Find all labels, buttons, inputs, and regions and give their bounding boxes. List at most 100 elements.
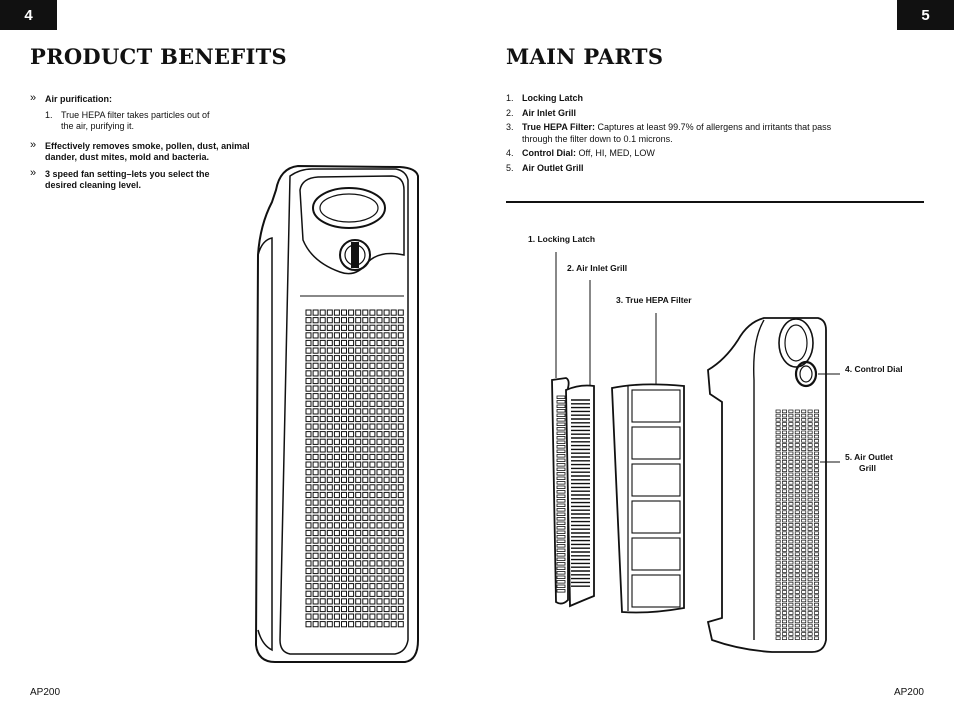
grill-cell bbox=[376, 499, 383, 506]
grill-cell bbox=[312, 567, 319, 575]
grill-cell bbox=[348, 560, 355, 567]
grill-cell bbox=[397, 567, 404, 575]
grill-cell bbox=[333, 393, 340, 400]
grill-cell bbox=[362, 423, 369, 430]
outlet-cell bbox=[794, 455, 800, 460]
outlet-cell bbox=[807, 493, 813, 498]
grill-cell bbox=[319, 347, 326, 354]
grill-cell bbox=[326, 377, 333, 385]
latch-slot bbox=[556, 445, 566, 449]
grill-cell bbox=[390, 408, 397, 415]
outlet-cell bbox=[807, 602, 813, 607]
grill-cell bbox=[319, 560, 326, 567]
outlet-cell bbox=[788, 447, 794, 451]
grill-cell bbox=[362, 545, 369, 552]
grill-cell bbox=[348, 529, 355, 537]
filter-pleat bbox=[631, 463, 681, 497]
part-item: 1. Locking Latch bbox=[506, 93, 866, 105]
grill-cell bbox=[376, 598, 383, 605]
subitem-number: 1. bbox=[45, 110, 53, 120]
grill-cell bbox=[326, 598, 333, 605]
grill-cell bbox=[348, 605, 355, 613]
grill-cell bbox=[341, 408, 347, 415]
grill-cell bbox=[369, 431, 376, 438]
grill-cell bbox=[326, 347, 333, 354]
grill-cell bbox=[326, 438, 333, 445]
grill-cell bbox=[355, 484, 362, 491]
outlet-cell bbox=[782, 560, 787, 565]
grill-cell bbox=[305, 552, 312, 559]
latch-slot bbox=[556, 463, 566, 467]
grill-cell bbox=[319, 415, 326, 423]
outlet-cell bbox=[788, 560, 794, 565]
grill-cell bbox=[383, 408, 390, 415]
grill-cell bbox=[333, 370, 340, 377]
grill-cell bbox=[376, 377, 383, 385]
grill-cell bbox=[362, 332, 369, 339]
outlet-cell bbox=[807, 552, 813, 556]
grill-cell bbox=[376, 400, 383, 407]
grill-cell bbox=[369, 347, 376, 354]
outlet-cell bbox=[794, 636, 800, 640]
grill-cell bbox=[319, 461, 326, 468]
part-item: 2. Air Inlet Grill bbox=[506, 108, 866, 120]
outlet-cell bbox=[794, 619, 800, 624]
grill-cell bbox=[319, 438, 326, 445]
outlet-cell bbox=[794, 556, 800, 561]
grill-cell bbox=[341, 545, 347, 552]
grill-cell bbox=[355, 317, 362, 324]
grill-cell bbox=[397, 408, 404, 415]
grill-cell bbox=[319, 453, 326, 461]
outlet-cell bbox=[775, 611, 781, 615]
grill-cell bbox=[312, 309, 319, 316]
outlet-cell bbox=[794, 573, 800, 577]
outlet-cell bbox=[801, 535, 807, 540]
grill-cell bbox=[362, 370, 369, 377]
outlet-cell bbox=[782, 552, 787, 556]
grill-cell bbox=[397, 431, 404, 438]
latch-slot bbox=[556, 548, 566, 552]
grill-cell bbox=[369, 552, 376, 559]
grill-cell bbox=[397, 560, 404, 567]
grill-cell bbox=[319, 385, 326, 392]
outlet-cell bbox=[801, 598, 807, 603]
grill-cell bbox=[362, 590, 369, 597]
outlet-cell bbox=[775, 598, 781, 603]
outlet-cell bbox=[788, 539, 794, 544]
grill-cell bbox=[341, 339, 347, 347]
grill-cell bbox=[312, 476, 319, 483]
grill-cell bbox=[376, 332, 383, 339]
grill-cell bbox=[355, 339, 362, 347]
grill-cell bbox=[369, 575, 376, 582]
grill-cell bbox=[319, 355, 326, 362]
grill-cell bbox=[348, 476, 355, 483]
grill-cell bbox=[390, 362, 397, 369]
outlet-cell bbox=[814, 523, 819, 527]
outlet-cell bbox=[794, 611, 800, 615]
grill-cell bbox=[376, 431, 383, 438]
outlet-cell bbox=[814, 602, 819, 607]
grill-cell bbox=[326, 385, 333, 392]
outlet-cell bbox=[807, 565, 813, 569]
grill-cell bbox=[397, 324, 404, 331]
grill-cell bbox=[397, 461, 404, 468]
latch-slot bbox=[556, 530, 566, 534]
latch-slot bbox=[556, 494, 566, 498]
grill-cell bbox=[312, 393, 319, 400]
grill-cell bbox=[326, 408, 333, 415]
grill-cell bbox=[397, 514, 404, 521]
subitem-text: True HEPA filter takes particles out of … bbox=[61, 110, 210, 131]
filter-pleat bbox=[631, 500, 681, 534]
grill-cell bbox=[355, 469, 362, 476]
outlet-cell bbox=[782, 447, 787, 451]
outlet-cell bbox=[801, 434, 807, 439]
grill-cell bbox=[312, 362, 319, 369]
callout-hepa-filter: 3. True HEPA Filter bbox=[616, 295, 692, 305]
grill-cell bbox=[341, 461, 347, 468]
grill-cell bbox=[383, 423, 390, 430]
outlet-cell bbox=[782, 476, 787, 481]
air-inlet-grill-slats bbox=[571, 399, 590, 587]
outlet-cell bbox=[807, 544, 813, 548]
grill-cell bbox=[369, 309, 376, 316]
outlet-cell bbox=[801, 602, 807, 607]
